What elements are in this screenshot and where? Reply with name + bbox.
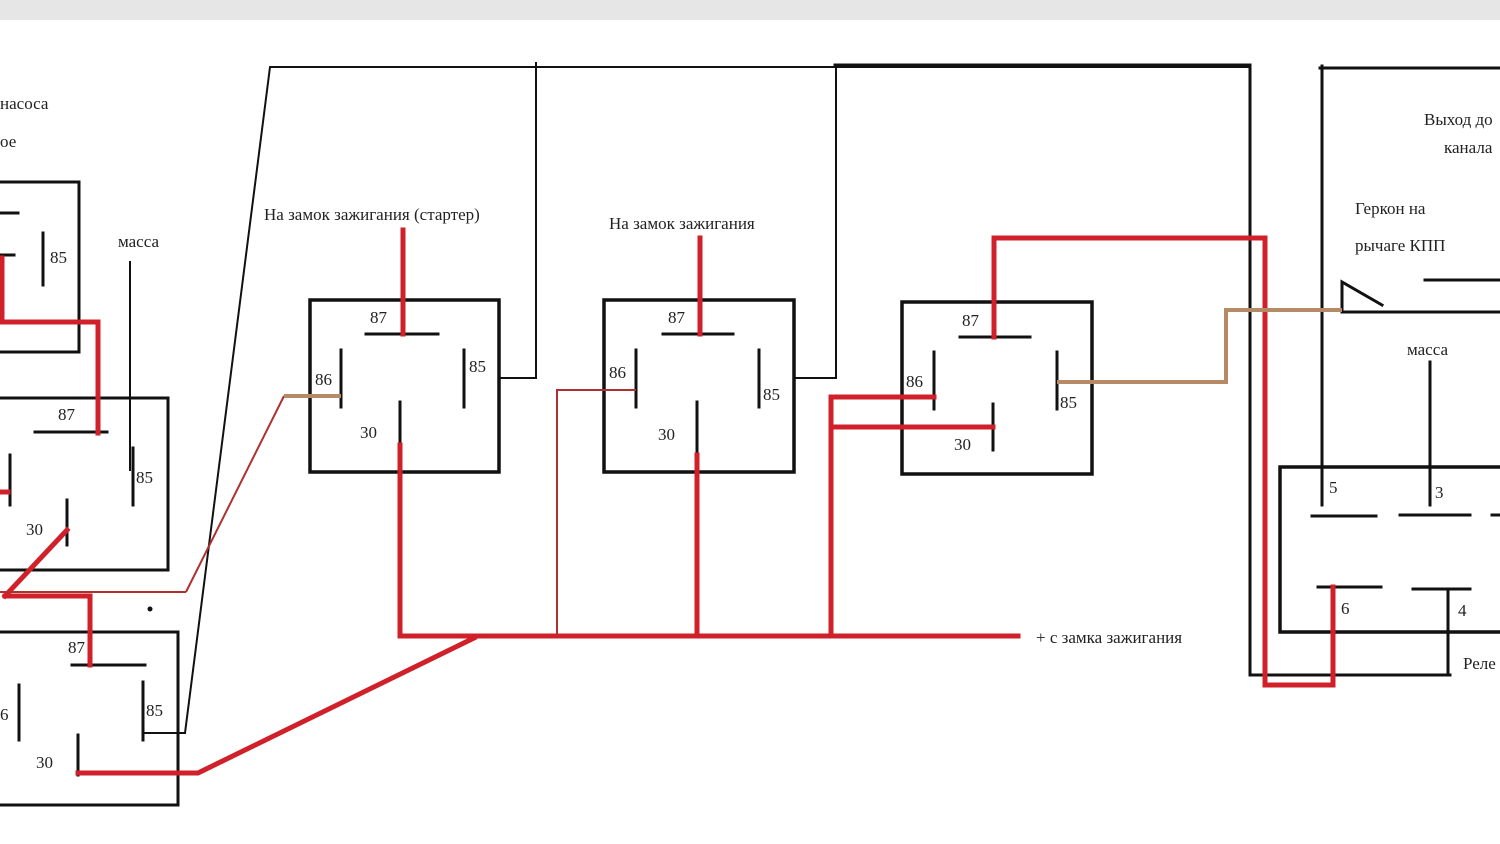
pin-label: 86 (906, 372, 923, 391)
pin-label: 87 (962, 311, 980, 330)
label-plus-ignition: + с замка зажигания (1036, 628, 1182, 647)
label-pump: насоса (0, 94, 49, 113)
label-oe: ое (0, 132, 16, 151)
pin-label: 87 (370, 308, 388, 327)
label-reed-line1: Геркон на (1355, 199, 1426, 218)
pin-label: 86 (609, 363, 626, 382)
pin-label: 6 (1341, 599, 1350, 618)
labels: насоса ое масса На замок зажигания (стар… (0, 94, 1496, 673)
black-wires (129, 62, 1500, 735)
pin-label: 30 (360, 423, 377, 442)
pin-label: 4 (1458, 601, 1467, 620)
relay-left-middle: 87 85 30 (0, 396, 170, 572)
label-relay: Реле (1463, 654, 1496, 673)
pin-label: 3 (1435, 483, 1444, 502)
pin-label: 85 (50, 248, 67, 267)
label-massa-left: масса (118, 232, 159, 251)
red-wires (0, 227, 1336, 776)
top-bar (0, 0, 1500, 20)
pin-label: 6 (0, 705, 9, 724)
pin-label: 85 (1060, 393, 1077, 412)
pin-label: 87 (68, 638, 86, 657)
pin-label: 86 (315, 370, 332, 389)
thin-wires (0, 308, 1342, 636)
pin-label: 30 (26, 520, 43, 539)
pin-label: 87 (668, 308, 686, 327)
pin-label: 85 (763, 385, 780, 404)
relay-third: 87 86 85 30 (900, 300, 1094, 476)
label-ignition: На замок зажигания (609, 214, 755, 233)
pin-label: 30 (954, 435, 971, 454)
pin-label: 30 (36, 753, 53, 772)
pin-label: 30 (658, 425, 675, 444)
relay-left-top: 85 (0, 180, 81, 354)
pin-label: 87 (58, 405, 76, 424)
label-reed-line2: рычаге КПП (1355, 236, 1445, 255)
pin-label: 85 (146, 701, 163, 720)
relay-right: 5 3 6 4 (1278, 465, 1500, 634)
pin-label: 5 (1329, 478, 1338, 497)
pin-label: 85 (469, 357, 486, 376)
label-output-line1: Выход до (1424, 110, 1493, 129)
label-output-line2: канала (1444, 138, 1493, 157)
label-starter: На замок зажигания (стартер) (264, 205, 480, 224)
pin-label: 85 (136, 468, 153, 487)
label-massa-right: масса (1407, 340, 1448, 359)
